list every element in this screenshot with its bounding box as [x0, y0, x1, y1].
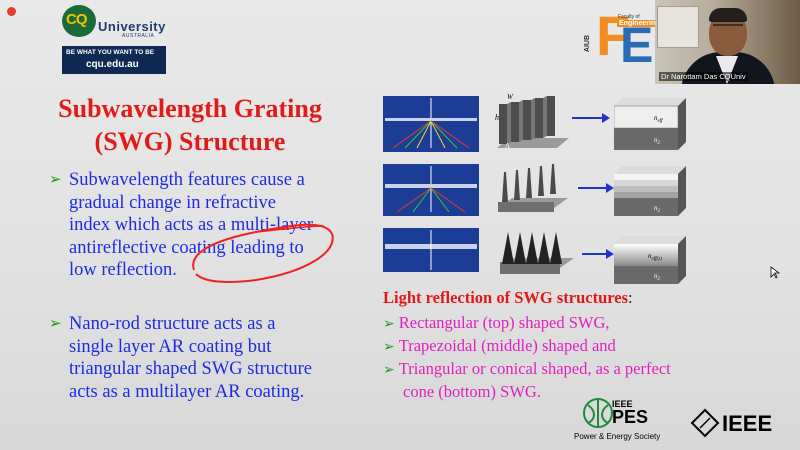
pes-logo-subtitle: Power & Energy Society — [574, 432, 660, 441]
cqu-url: cqu.edu.au — [86, 59, 139, 70]
bullet-line: triangular shaped SWG structure — [69, 359, 312, 379]
pen-annotation-ellipse — [192, 223, 334, 283]
fe-logo-engineering: Engineering — [617, 20, 662, 27]
cqu-logo-cq: CQ — [66, 11, 87, 28]
simulation-image-triangular — [383, 228, 479, 272]
label-w: W — [507, 93, 514, 101]
bullet-line: antireflective coating leading to — [69, 237, 304, 258]
arrow-bullet-icon: ➢ — [383, 363, 395, 378]
label-neff: neff — [654, 114, 663, 124]
cqu-emblem-icon — [62, 5, 96, 37]
list-item: ➢Rectangular (top) shaped SWG, — [383, 312, 610, 336]
bullet-line: gradual change in refractive — [69, 192, 276, 213]
bullet-line: Subwavelength features cause a — [69, 170, 305, 190]
cqu-logo: CQ University AUSTRALIA — [62, 5, 166, 43]
slide-title: Subwavelength Grating (SWG) Structure — [40, 92, 340, 158]
cqu-logo-country: AUSTRALIA — [122, 33, 155, 39]
bullet-line: single layer AR coating but — [69, 336, 272, 357]
presenter-glasses — [713, 24, 743, 34]
list-item: ➢Trapezoidal (middle) shaped and — [383, 335, 616, 359]
cqu-logo-university: University — [98, 19, 166, 34]
faculty-engineering-logo: F E Faculty of Engineering AIUB — [582, 4, 662, 76]
list-item-text: cone (bottom) SWG. — [403, 382, 541, 401]
effective-layer-block-middle: n2 — [614, 166, 686, 216]
arrow-bullet-icon: ➢ — [383, 340, 395, 355]
list-item-text: Triangular or conical shaped, as a perfe… — [398, 359, 671, 378]
rectangular-grating-diagram: h W Λ — [495, 93, 569, 150]
cqu-tagline-banner: BE WHAT YOU WANT TO BE cqu.edu.au — [62, 46, 166, 74]
presenter-hair — [709, 8, 747, 22]
pes-logo-pes: PES — [612, 407, 648, 427]
effective-layer-block-bottom: neff(z) n2 — [614, 236, 686, 284]
pes-logo-ieee: IEEE — [612, 399, 633, 409]
arrow-right-icon — [578, 183, 614, 193]
label-h: h — [495, 113, 499, 122]
video-shelf — [657, 6, 699, 48]
svg-text:n2: n2 — [654, 204, 661, 214]
right-heading-text: Light reflection of SWG structures — [383, 288, 629, 307]
list-item-text: Rectangular (top) shaped SWG, — [398, 313, 610, 332]
label-n2: n2 — [654, 136, 661, 146]
right-heading: Light reflection of SWG structures: — [383, 288, 633, 308]
ieee-logo: IEEE — [690, 408, 772, 438]
bullet-line: low reflection. — [69, 260, 177, 280]
arrow-right-icon — [572, 113, 610, 123]
trapezoidal-grating-diagram — [498, 164, 568, 212]
list-item: ➢Triangular or conical shaped, as a perf… — [383, 358, 671, 382]
list-item-continuation: cone (bottom) SWG. — [403, 381, 541, 403]
list-item-text: Trapezoidal (middle) shaped and — [398, 336, 616, 355]
simulation-image-trapezoidal — [383, 164, 479, 216]
cqu-slogan: BE WHAT YOU WANT TO BE — [66, 49, 155, 56]
presenter-name-label: Dr Narottam Das CQUniv — [659, 72, 748, 81]
simulation-image-rectangular — [383, 96, 479, 152]
right-heading-colon: : — [628, 288, 633, 307]
recording-indicator-icon — [7, 7, 16, 16]
bullet-line: acts as a multilayer AR coating. — [69, 381, 305, 402]
arrow-bullet-icon: ➢ — [383, 317, 395, 332]
fe-logo-aiub: AIUB — [584, 34, 592, 53]
fe-logo-f: F — [596, 4, 631, 67]
slide-title-line-2: (SWG) Structure — [94, 127, 286, 156]
mouse-cursor-icon — [770, 266, 780, 279]
label-lambda: Λ — [505, 142, 510, 150]
bullet-line: Nano-rod structure acts as a — [69, 314, 276, 334]
arrow-right-icon — [582, 249, 614, 259]
ieee-logo-text: IEEE — [722, 411, 772, 436]
presenter-video[interactable]: Dr Narottam Das CQUniv — [655, 0, 800, 84]
bullet-line: index which acts as a multi-layer — [69, 215, 314, 235]
arrow-bullet-icon: ➢ — [49, 172, 62, 188]
fe-logo-e: E — [620, 17, 654, 73]
svg-text:n2: n2 — [654, 272, 661, 282]
effective-layer-block-top: neff n2 — [614, 98, 686, 150]
bullet-item: ➢ Subwavelength features cause a gradual… — [49, 169, 359, 282]
slide-title-line-1: Subwavelength Grating — [58, 94, 322, 123]
svg-text:neff(z): neff(z) — [648, 252, 662, 262]
ieee-pes-logo: IEEE PES Power & Energy Society — [574, 398, 660, 441]
bullet-item: ➢ Nano-rod structure acts as a single la… — [49, 313, 359, 403]
fe-logo-faculty: Faculty of — [618, 14, 640, 20]
arrow-bullet-icon: ➢ — [49, 316, 62, 332]
triangular-grating-diagram — [500, 232, 574, 274]
